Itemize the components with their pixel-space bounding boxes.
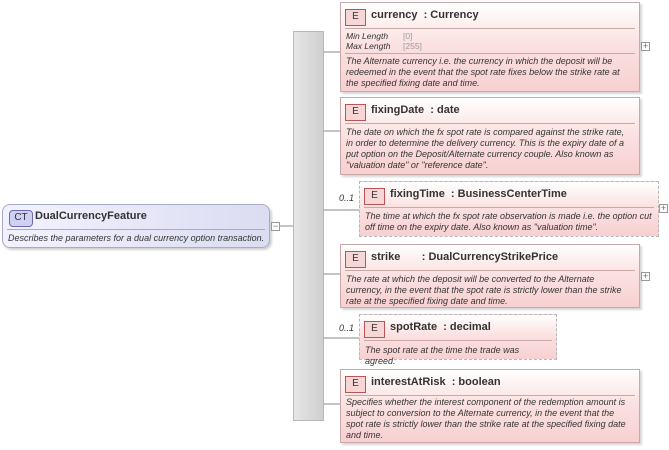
- element-badge: E: [364, 321, 385, 338]
- element-documentation: The Alternate currency i.e. the currency…: [346, 56, 620, 88]
- element-name: spotRate : decimal: [390, 321, 491, 333]
- element-strike[interactable]: E strike : DualCurrencyStrikePrice The r…: [340, 244, 640, 308]
- occurrence-label: 0..1: [339, 323, 355, 333]
- expand-icon[interactable]: +: [659, 203, 668, 213]
- element-name: currency : Currency: [371, 9, 479, 21]
- complex-type-box[interactable]: CT DualCurrencyFeature Describes the par…: [2, 204, 270, 248]
- element-name: interestAtRisk : boolean: [371, 376, 501, 388]
- element-documentation: The date on which the fx spot rate is co…: [346, 127, 625, 170]
- sequence-bar: [293, 31, 324, 421]
- expand-icon[interactable]: +: [641, 271, 650, 281]
- expand-icon[interactable]: +: [641, 41, 650, 51]
- complex-type-badge: CT: [9, 210, 33, 227]
- complex-type-description: Describes the parameters for a dual curr…: [8, 233, 265, 243]
- element-documentation: Specifies whether the interest component…: [346, 397, 626, 440]
- divider: [345, 123, 635, 124]
- divider: [364, 340, 552, 341]
- element-documentation: The spot rate at the time the trade was …: [365, 345, 520, 366]
- facet-name: Max Length: [346, 41, 391, 51]
- element-name: strike : DualCurrencyStrikePrice: [371, 251, 559, 263]
- element-interestAtRisk[interactable]: E interestAtRisk : boolean Specifies whe…: [340, 369, 640, 443]
- element-spotRate[interactable]: E spotRate : decimal The spot rate at th…: [359, 314, 557, 366]
- element-badge: E: [345, 376, 366, 393]
- element-fixingTime[interactable]: E fixingTime : BusinessCenterTime The ti…: [359, 181, 659, 237]
- element-fixingDate[interactable]: E fixingDate : date The date on which th…: [340, 97, 640, 175]
- facet-name: Min Length: [346, 31, 389, 41]
- divider: [7, 229, 265, 230]
- complex-type-name: DualCurrencyFeature: [35, 210, 147, 222]
- element-currency[interactable]: E currency : Currency Min Length [0] Max…: [340, 2, 640, 92]
- element-documentation: The rate at which the deposit will be co…: [346, 274, 622, 306]
- divider: [345, 28, 635, 29]
- element-badge: E: [345, 104, 366, 121]
- divider: [345, 395, 635, 396]
- element-badge: E: [345, 9, 366, 26]
- divider: [345, 53, 635, 54]
- facet-value: [0]: [403, 31, 413, 41]
- element-name: fixingDate : date: [371, 104, 460, 116]
- facet-value: [255]: [403, 41, 422, 51]
- element-documentation: The time at which the fx spot rate obser…: [365, 211, 652, 232]
- divider: [364, 207, 654, 208]
- collapse-icon[interactable]: −: [271, 221, 280, 231]
- occurrence-label: 0..1: [339, 193, 355, 203]
- element-badge: E: [345, 251, 366, 268]
- divider: [345, 270, 635, 271]
- element-badge: E: [364, 188, 385, 205]
- element-name: fixingTime : BusinessCenterTime: [390, 188, 567, 200]
